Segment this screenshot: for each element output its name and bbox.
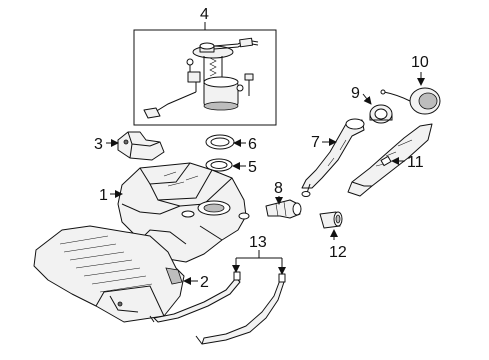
lock-ring [205, 134, 235, 150]
callout-2: 2 [200, 274, 209, 291]
fuel-cap [380, 87, 441, 115]
callout-11: 11 [407, 154, 424, 171]
callout-9-arrow [362, 93, 372, 105]
heat-shield-bracket [117, 131, 165, 161]
callout-3: 3 [94, 136, 103, 153]
callout-1: 1 [99, 187, 108, 204]
callout-8: 8 [274, 180, 283, 197]
callout-6: 6 [248, 136, 257, 153]
callout-7: 7 [311, 134, 320, 151]
fuel-pump-module [143, 37, 259, 119]
callout-9: 9 [351, 85, 360, 102]
callout-13: 13 [249, 234, 267, 251]
fuel-pump-module-group: 4 [133, 6, 277, 126]
filler-bushing [319, 211, 343, 229]
callout-12: 12 [329, 244, 347, 261]
filler-heat-shield [347, 123, 433, 197]
callout-10: 10 [411, 54, 429, 71]
filler-pipe [301, 118, 365, 197]
tank-straps [149, 271, 286, 345]
callout-4: 4 [200, 6, 209, 23]
callout-5: 5 [248, 159, 257, 176]
tank-skid-plate [33, 225, 185, 323]
filler-neck-ring [369, 104, 393, 124]
filler-hose [265, 199, 302, 219]
seal-gasket [205, 158, 233, 172]
